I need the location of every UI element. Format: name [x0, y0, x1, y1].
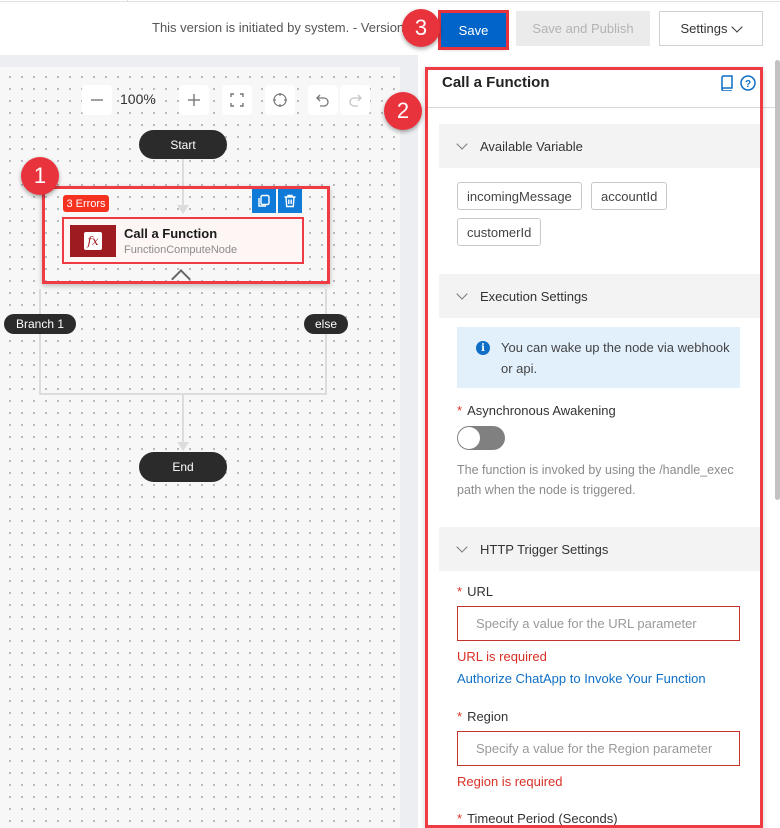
- toggle-knob: [458, 427, 480, 449]
- zoom-level: 100%: [120, 91, 156, 107]
- section-title: Available Variable: [480, 138, 583, 154]
- panel-title: Call a Function: [442, 74, 550, 91]
- zoom-in-icon: [188, 94, 200, 106]
- timeout-label: *Timeout Period (Seconds): [457, 811, 618, 826]
- save-button[interactable]: Save: [438, 10, 509, 50]
- chevron-down-icon: [731, 20, 744, 33]
- section-available-variable[interactable]: Available Variable: [439, 124, 761, 168]
- authorize-chatapp-link[interactable]: Authorize ChatApp to Invoke Your Functio…: [457, 671, 706, 686]
- chevron-down-icon: [456, 287, 468, 300]
- settings-label: Settings: [680, 21, 728, 36]
- info-notice: i You can wake up the node via webhook o…: [457, 327, 740, 388]
- node-type: FunctionComputeNode: [124, 243, 238, 256]
- copy-node-button[interactable]: [252, 189, 276, 213]
- tab-edge: [30, 0, 128, 2]
- required-asterisk: *: [457, 811, 463, 826]
- required-asterisk: *: [457, 403, 463, 418]
- node-title: Call a Function: [124, 225, 218, 241]
- delete-node-button[interactable]: [278, 189, 302, 213]
- region-error: Region is required: [457, 774, 563, 789]
- function-node-card[interactable]: fx Call a Function FunctionComputeNode: [62, 217, 304, 264]
- branch-1-label[interactable]: Branch 1: [4, 314, 76, 334]
- redo-button[interactable]: [340, 85, 370, 115]
- arrow-head: [177, 205, 189, 214]
- center-icon: [273, 93, 287, 107]
- condition-branch-outline: [39, 289, 327, 395]
- annotation-marker-1: 1: [21, 157, 59, 195]
- annotation-marker-2: 2: [384, 92, 422, 130]
- section-http-trigger[interactable]: HTTP Trigger Settings: [439, 527, 761, 571]
- zoom-out-icon: [91, 99, 103, 101]
- panel-scrollbar[interactable]: [775, 60, 780, 500]
- docs-book-icon[interactable]: [720, 75, 734, 91]
- info-icon: i: [476, 341, 490, 355]
- connector-start-node: [182, 159, 184, 207]
- zoom-in-button[interactable]: [179, 85, 209, 115]
- save-and-publish-button[interactable]: Save and Publish: [516, 11, 650, 46]
- section-execution-settings[interactable]: Execution Settings: [439, 274, 761, 318]
- canvas-panel-gutter: [400, 67, 418, 828]
- annotation-highlight-node: [42, 186, 330, 284]
- variable-tag[interactable]: customerId: [457, 218, 542, 246]
- fx-function-icon: fx: [84, 231, 102, 250]
- async-awakening-label: *Asynchronous Awakening: [457, 403, 616, 418]
- redo-icon: [349, 94, 362, 107]
- start-node[interactable]: Start: [139, 130, 227, 159]
- settings-dropdown[interactable]: Settings: [659, 11, 763, 46]
- center-button[interactable]: [265, 85, 295, 115]
- arrow-head: [177, 442, 189, 451]
- copy-icon: [258, 194, 270, 207]
- region-label: *Region: [457, 709, 509, 724]
- panel-header-divider: [428, 107, 780, 108]
- url-input[interactable]: Specify a value for the URL parameter: [457, 606, 740, 641]
- zoom-out-button[interactable]: [82, 85, 112, 115]
- end-node[interactable]: End: [139, 452, 227, 482]
- undo-icon: [316, 94, 329, 107]
- variable-tag[interactable]: accountId: [591, 182, 668, 210]
- panel-header-icons: ?: [720, 75, 756, 91]
- canvas-top-gutter: [0, 55, 418, 67]
- help-icon[interactable]: ?: [740, 75, 756, 91]
- section-title: HTTP Trigger Settings: [480, 541, 609, 557]
- region-input[interactable]: Specify a value for the Region parameter: [457, 731, 740, 766]
- variable-tag[interactable]: incomingMessage: [457, 182, 582, 210]
- info-text: You can wake up the node via webhook or …: [501, 340, 730, 376]
- async-awakening-toggle[interactable]: [457, 426, 505, 450]
- error-count-badge: 3 Errors: [63, 195, 109, 212]
- version-info-text: This version is initiated by system. - V…: [152, 20, 405, 35]
- connector-branch-end: [182, 393, 184, 443]
- node-action-buttons: [252, 189, 302, 213]
- required-asterisk: *: [457, 584, 463, 599]
- url-error: URL is required: [457, 649, 547, 664]
- flow-canvas[interactable]: [0, 67, 400, 828]
- fit-screen-button[interactable]: [222, 85, 252, 115]
- section-title: Execution Settings: [480, 288, 588, 304]
- top-toolbar: This version is initiated by system. - V…: [0, 0, 780, 55]
- chevron-down-icon: [456, 137, 468, 150]
- svg-text:?: ?: [745, 79, 751, 90]
- undo-button[interactable]: [308, 85, 338, 115]
- node-icon-tile: fx: [70, 224, 116, 257]
- annotation-marker-3: 3: [402, 9, 440, 47]
- branch-else-label[interactable]: else: [304, 314, 348, 334]
- chevron-down-icon: [456, 540, 468, 553]
- delete-icon: [284, 194, 296, 208]
- async-help-text: The function is invoked by using the /ha…: [457, 463, 734, 497]
- top-strip: [0, 0, 780, 2]
- fit-screen-icon: [230, 93, 244, 107]
- required-asterisk: *: [457, 709, 463, 724]
- url-label: *URL: [457, 584, 494, 599]
